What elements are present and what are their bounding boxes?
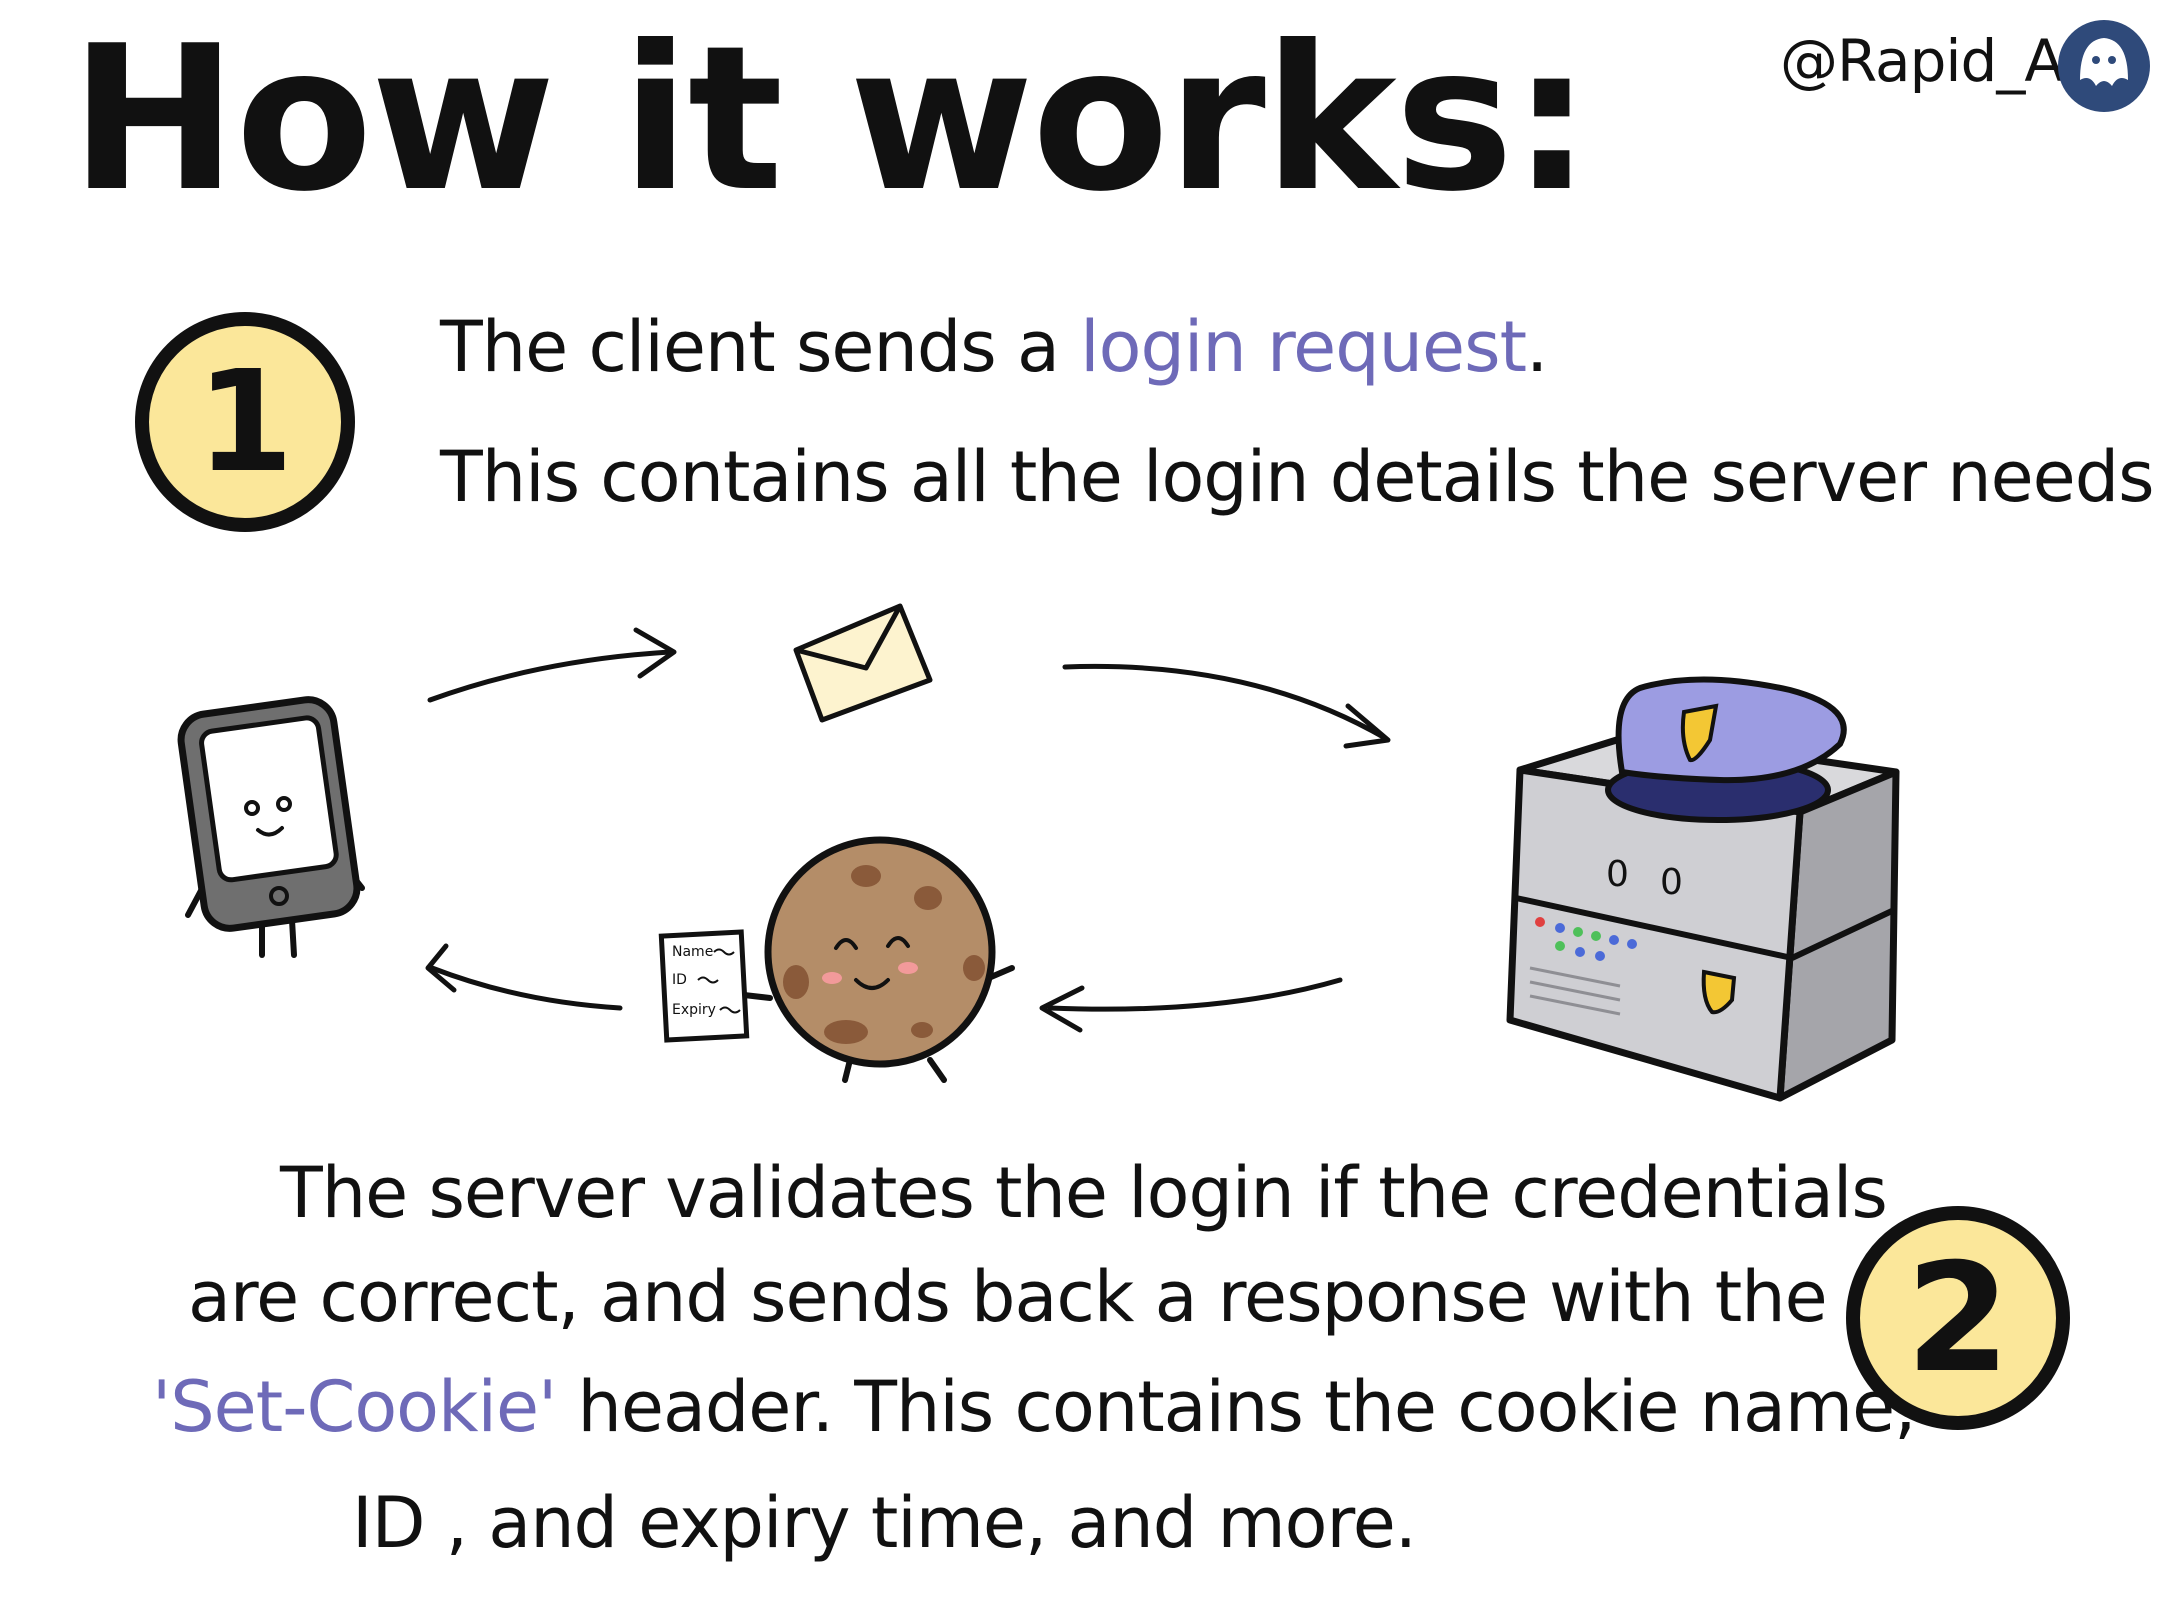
arrow-phone-to-envelope: [427, 627, 677, 703]
police-cap-icon: [1605, 676, 1847, 823]
note-id: ID: [672, 972, 687, 988]
svg-text:0: 0: [1660, 862, 1683, 903]
octopus-logo-icon: [2058, 20, 2150, 112]
step-2-line-3-suffix: header. This contains the cookie name,: [577, 1366, 1917, 1448]
step-1-prefix: The client sends a: [440, 306, 1060, 388]
step-1-line-1: The client sends a login request.: [440, 312, 1548, 382]
step-2-line-4: ID , and expiry time, and more.: [352, 1482, 1417, 1564]
step-2-line-1: The server validates the login if the cr…: [280, 1152, 1888, 1234]
arrow-cookie-to-phone: [425, 943, 623, 1011]
step-1-number: 1: [196, 341, 293, 504]
step-2-line-3: 'Set-Cookie' header. This contains the c…: [152, 1372, 1916, 1442]
arrow-server-to-cookie: [1039, 977, 1343, 1033]
step-1-badge: 1: [135, 312, 355, 532]
arrow-envelope-to-server: [1062, 663, 1391, 749]
page-title: How it works:: [70, 3, 1592, 236]
note-expiry: Expiry: [672, 1002, 716, 1018]
note-name: Name: [672, 944, 713, 960]
step-1-suffix: .: [1526, 306, 1548, 388]
step-2-badge: 2: [1846, 1206, 2070, 1430]
smartphone-icon: [177, 696, 365, 958]
cookie-details-note: Name ID Expiry: [658, 929, 773, 1043]
step-1-line-2: This contains all the login details the …: [440, 436, 2160, 518]
step-2-number: 2: [1906, 1232, 2010, 1406]
set-cookie-highlight: 'Set-Cookie': [152, 1366, 557, 1448]
step-2-line-2: are correct, and sends back a response w…: [188, 1256, 1828, 1338]
svg-text:0: 0: [1606, 854, 1629, 895]
envelope-icon: [793, 603, 933, 723]
cookie-icon: [764, 836, 1015, 1083]
step-1-highlight: login request: [1080, 306, 1527, 388]
